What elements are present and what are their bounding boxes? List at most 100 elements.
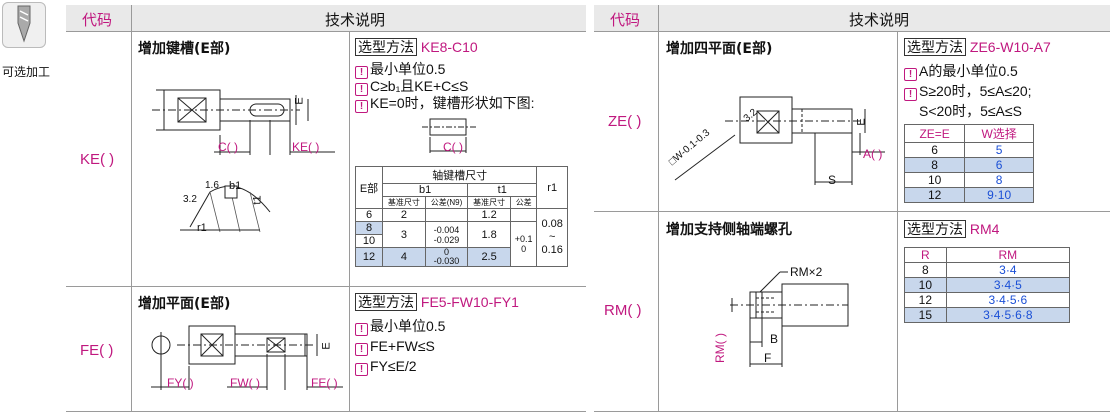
warning-icon: ! [355,100,368,113]
cell: 10 [904,277,947,293]
right-header-title: 技术说明 [849,12,910,29]
ke-title: 增加键槽(E部) [138,41,231,57]
cell: 3·4·5·6 [945,292,1071,308]
cell: 8 [904,262,947,278]
fe-label-e: E [320,342,333,350]
ke-select-code: KE8-C10 [420,39,478,55]
right-header-code: 代码 [610,12,641,29]
ke-label-c-small: C( ) [443,140,463,154]
warning-icon: ! [355,66,368,79]
left-header-code: 代码 [82,12,113,29]
ke-label-t1: t1 [251,195,264,205]
cell: 3·4·5·6·8 [945,307,1071,323]
fe-code: FE( ) [80,342,114,359]
cell-tol: 0-0.030 [424,247,469,267]
fe-label-fe: FE( ) [311,376,338,390]
warning-icon: ! [904,68,917,81]
ke-label-r16: 1.6 [205,180,219,191]
process-icon [2,2,46,48]
warning-icon: ! [355,343,368,356]
fe-label-fw: FW( ) [230,376,260,390]
ze-shaft-diagram [674,96,885,185]
cell: 12 [903,187,966,203]
ze-label-a: A( ) [863,147,883,161]
ze-label-s: S [828,173,837,187]
warning-icon: ! [355,363,368,376]
th: W选择 [964,124,1034,143]
rm-select: 选型方法 RM4 [904,220,999,238]
cell: 1.2 [467,208,511,222]
cell: 6 [354,208,384,222]
th-title: 轴键槽尺寸 [382,166,538,184]
cell: 4 [382,247,426,267]
cell: 8 [903,157,966,173]
cell: 12 [354,247,384,267]
left-header-title: 技术说明 [325,12,386,29]
th-b1: b1 [382,183,469,197]
ke-note-3: !KE=0时，键槽形状如下图: [355,95,535,113]
ke-select-label: 选型方法 [355,38,417,56]
ke-shaft-diagram [152,89,335,155]
rm-label-f: F [764,351,772,365]
cell: 8 [964,172,1034,188]
cell: 9·10 [964,187,1034,203]
cell: 6 [964,157,1034,173]
cell: 15 [904,307,947,323]
cell: 5 [964,142,1034,158]
fe-shaft-diagram [151,325,343,390]
ke-keyway-section [180,185,271,233]
ze-select-label: 选型方法 [904,38,966,56]
cell: 3·4 [945,262,1071,278]
sidebar-label: 可选加工 [2,65,51,79]
fe-select-code: FE5-FW10-FY1 [420,294,519,310]
th-sub: 基准尺寸 [382,196,426,209]
cell: 10 [903,172,966,188]
th-r1: r1 [536,166,568,209]
th-sub: 公差 [509,196,538,209]
cell: 12 [904,292,947,308]
fe-note-1: !最小单位0.5 [355,318,445,336]
drill-icon [17,5,31,43]
cell: 2 [382,208,426,222]
ke-label-ke: KE( ) [292,140,320,154]
th: R [904,247,947,263]
fe-select: 选型方法 FE5-FW10-FY1 [355,293,519,311]
cell-tol: -0.004-0.029 [424,221,469,248]
left-header [66,5,586,32]
ke-select: 选型方法 KE8-C10 [355,38,478,56]
cell: 8 [354,221,384,235]
fe-select-label: 选型方法 [355,293,417,311]
cell: 2.5 [467,247,511,267]
rm-code: RM( ) [604,302,642,319]
ke-label-b1: b1 [229,180,242,192]
rm-label-b: B [770,332,779,346]
th: RM [945,247,1071,263]
warning-icon: ! [355,323,368,336]
ke-note-2: !C≥b₁且KE+C≤S [355,78,468,96]
warning-icon: ! [904,88,917,101]
cell: 3 [382,221,426,248]
fe-label-fy: FY( ) [167,376,194,390]
ke-code: KE( ) [80,151,115,168]
fe-title: 增加平面(E部) [138,296,231,312]
ze-label-e: E [855,118,868,126]
ze-note-3: S<20时，5≤A≤S [919,103,1022,119]
fe-note-2: !FE+FW≤S [355,338,435,356]
ze-note-1: !A的最小单位0.5 [904,63,1018,81]
ke-label-e: E [293,97,306,105]
ke-label-r32: 3.2 [183,194,197,205]
th: ZE=E [903,124,966,143]
rm-title: 增加支持侧轴端螺孔 [666,222,792,238]
ke-label-c: C( ) [218,140,238,154]
th-sub: 公差(N9) [424,196,469,209]
th-e: E部 [354,166,384,209]
ze-title: 增加四平面(E部) [666,41,773,57]
th-t1: t1 [467,183,538,197]
cell-r1: 0.08~0.16 [536,208,568,267]
warning-icon: ! [355,83,368,96]
ze-code: ZE( ) [608,113,642,130]
ze-select-code: ZE6-W10-A7 [969,39,1051,55]
cell: 3·4·5 [945,277,1071,293]
